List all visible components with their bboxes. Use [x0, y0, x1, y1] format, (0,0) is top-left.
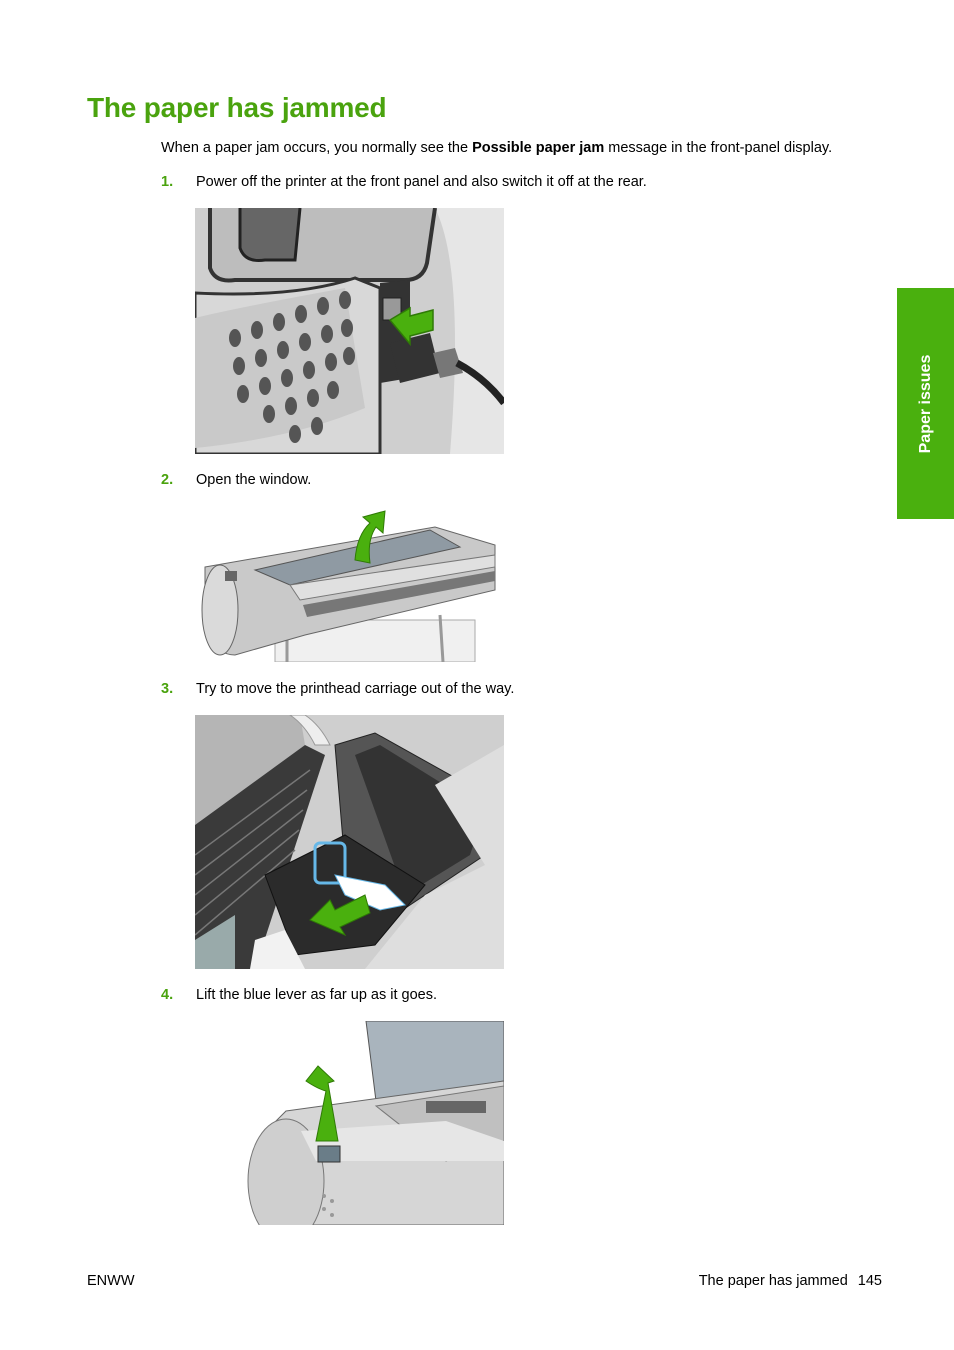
step-3-text: Try to move the printhead carriage out o…	[196, 681, 515, 697]
step-1-number: 1.	[161, 174, 174, 190]
intro-paragraph: When a paper jam occurs, you normally se…	[161, 140, 832, 156]
step-2-number: 2.	[161, 472, 174, 488]
figure-blue-lever	[246, 1021, 504, 1225]
intro-after: message in the front-panel display.	[604, 140, 833, 156]
step-2-text: Open the window.	[196, 472, 312, 488]
footer-section-title: The paper has jammed	[698, 1273, 848, 1289]
page-number: 145	[857, 1273, 882, 1289]
intro-bold-message: Possible paper jam	[472, 140, 605, 156]
step-4-number: 4.	[161, 987, 174, 1003]
step-1-text: Power off the printer at the front panel…	[196, 174, 647, 190]
side-tab: Paper issues	[897, 288, 954, 519]
side-tab-label: Paper issues	[916, 354, 934, 453]
figure-open-window	[195, 505, 504, 662]
figure-printhead-carriage	[195, 715, 504, 969]
footer-right: The paper has jammed 145	[699, 1273, 882, 1289]
intro-before: When a paper jam occurs, you normally se…	[161, 140, 473, 156]
step-3-number: 3.	[161, 681, 174, 697]
footer-left: ENWW	[87, 1273, 135, 1289]
figure-power-switch	[195, 208, 504, 454]
page-title: The paper has jammed	[87, 92, 387, 123]
step-4-text: Lift the blue lever as far up as it goes…	[196, 987, 437, 1003]
